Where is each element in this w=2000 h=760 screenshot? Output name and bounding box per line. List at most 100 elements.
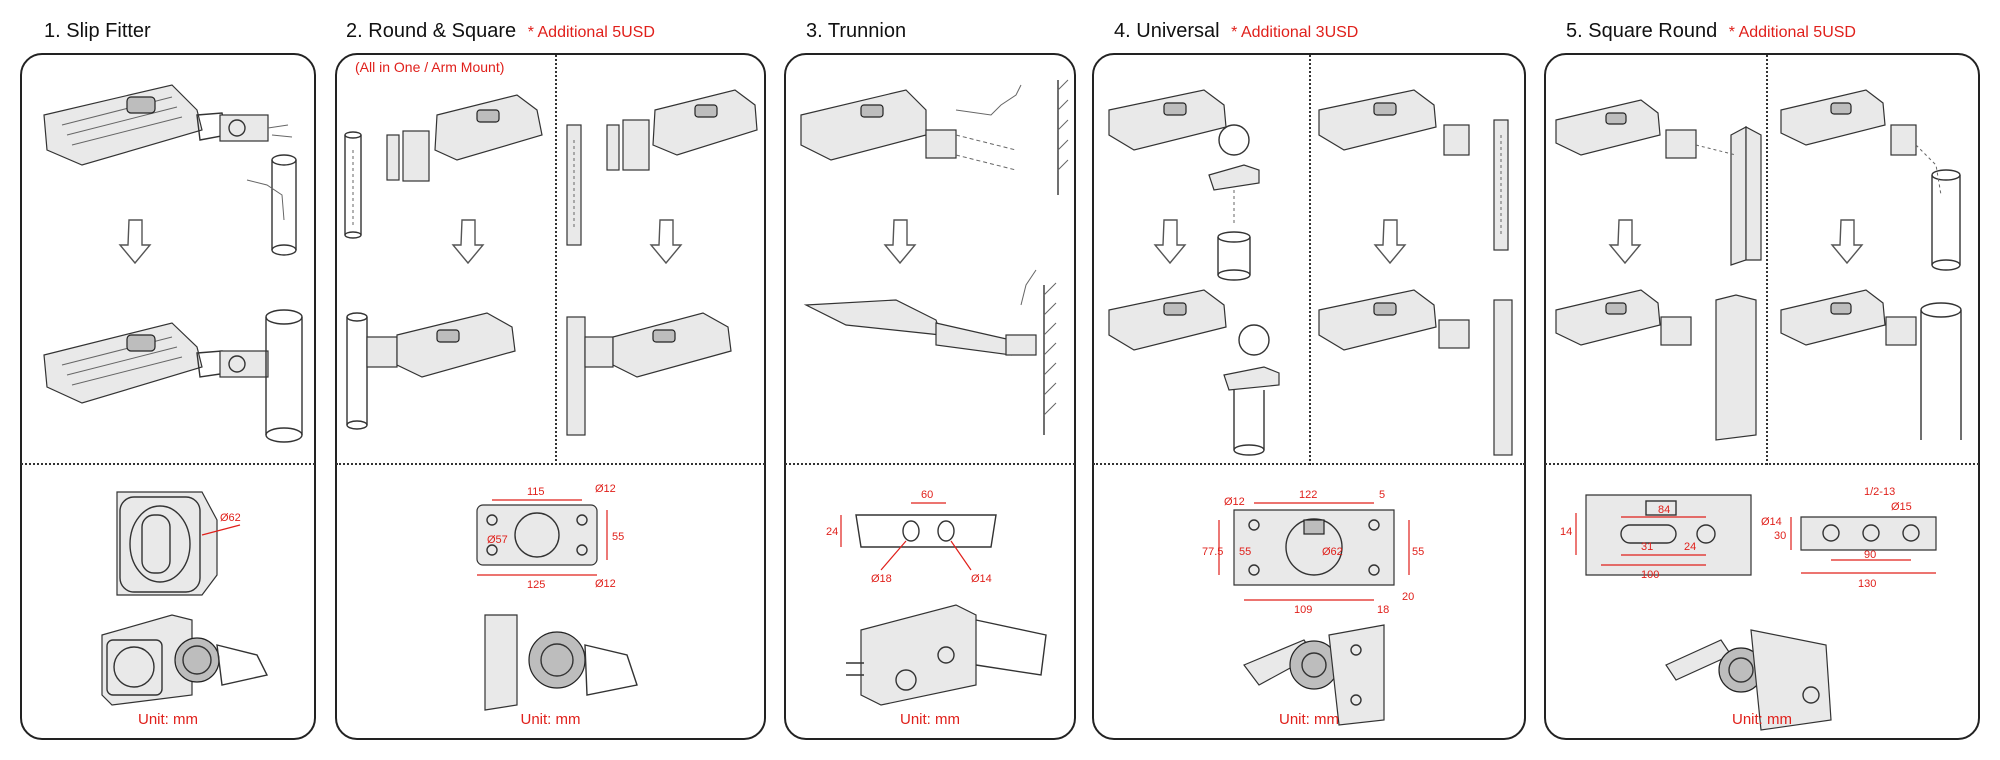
dim-122: 122 [1299, 489, 1317, 501]
round-pole-mounted [346, 312, 516, 430]
dim-24: 24 [826, 526, 838, 538]
panel-number: 2. [346, 20, 363, 42]
panel-universal: 122 5 Ø12 Ø62 55 77.5 55 109 18 20 Unit:… [1092, 53, 1526, 740]
universal-exploded-right [1318, 89, 1509, 251]
panel-slip-fitter: Ø62 Unit: mm [20, 53, 316, 740]
panel-round-square: (All in One / Arm Mount) [335, 53, 766, 740]
section-divider [1093, 463, 1525, 465]
panel-4-title: 4. Universal * Additional 3USD [1114, 20, 1358, 43]
trunnion-mounted [803, 269, 1057, 435]
dim-55: 55 [612, 531, 624, 543]
universal-exploded-left [1108, 89, 1260, 281]
square-pole-exploded [566, 89, 758, 246]
trunnion-plate-dimension: 60 24 Ø18 Ø14 [826, 489, 997, 585]
pole-drawing [246, 154, 297, 256]
universal-plate-dimension: 122 5 Ø12 Ø62 55 77.5 55 109 18 20 [1202, 489, 1424, 616]
mounting-plate-dimension: 115 Ø12 55 Ø57 125 Ø12 [476, 483, 624, 591]
square-round-mounted-left [1555, 289, 1757, 441]
unit-label: Unit: mm [900, 711, 960, 728]
arrow-down-icon [1153, 219, 1187, 265]
dim-125: 125 [527, 579, 545, 591]
unit-label: Unit: mm [1732, 711, 1792, 728]
universal-illustration: 122 5 Ø12 Ø62 55 77.5 55 109 18 20 [1108, 89, 1513, 726]
arrow-down-icon [883, 219, 917, 265]
square-pole-mounted [566, 312, 732, 436]
panel-5-title: 5. Square Round * Additional 5USD [1566, 20, 1856, 43]
vertical-divider [1309, 55, 1311, 465]
dim-100: 100 [1641, 569, 1659, 581]
luminaire-drawing [43, 84, 293, 166]
dim-115: 115 [527, 486, 545, 498]
universal-mounted-left [1108, 289, 1280, 456]
panel-title-text: Slip Fitter [66, 20, 151, 42]
panel-trunnion: 60 24 Ø18 Ø14 Unit: mm [784, 53, 1076, 740]
arrow-down-icon [451, 219, 485, 265]
dim-20: 20 [1402, 591, 1414, 603]
slip-fitter-illustration: Ø62 [43, 84, 303, 706]
round-square-illustration: 115 Ø12 55 Ø57 125 Ø12 [344, 89, 758, 711]
dim-diameter-12: Ø12 [595, 483, 616, 495]
dim-thread-1-2-13: 1/2-13 [1864, 486, 1895, 498]
unit-label: Unit: mm [1279, 711, 1339, 728]
square-round-exploded-right [1780, 89, 1961, 271]
dim-14: 14 [1560, 526, 1572, 538]
section-divider [1545, 463, 1979, 465]
square-round-plate-dimension-right: 1/2-13 Ø15 30 90 130 [1774, 486, 1937, 590]
panel-title-text: Universal [1136, 20, 1220, 42]
panel-number: 3. [806, 20, 823, 42]
section-divider [21, 463, 315, 465]
dim-18: 18 [1377, 604, 1389, 616]
square-round-plate-dimension-left: 84 14 31 24 100 Ø14 [1560, 494, 1782, 581]
vertical-divider [1766, 55, 1768, 465]
universal-mounted-right [1318, 289, 1513, 456]
panel-title-text: Square Round [1588, 20, 1718, 42]
additional-cost: * Additional 3USD [1231, 24, 1359, 41]
dim-diameter-14: Ø14 [971, 573, 992, 585]
round-pole-exploded [344, 94, 543, 239]
vertical-divider [555, 55, 557, 465]
dim-diameter-15: Ø15 [1891, 501, 1912, 513]
dim-109: 109 [1294, 604, 1312, 616]
dim-30: 30 [1774, 530, 1786, 542]
slip-fitter-iso-view [101, 614, 269, 706]
universal-bracket-iso [1243, 624, 1385, 726]
panel-number: 4. [1114, 20, 1131, 42]
additional-cost: * Additional 5USD [527, 24, 655, 41]
square-round-bracket-iso [1665, 629, 1832, 731]
panel-3-title: 3. Trunnion [806, 20, 906, 43]
unit-label: Unit: mm [520, 711, 581, 728]
panel-number: 1. [44, 20, 61, 42]
dim-diameter-62: Ø62 [1322, 546, 1343, 558]
mounted-assembly-drawing [43, 309, 303, 443]
arrow-down-icon [118, 219, 152, 265]
square-round-mounted-right [1780, 289, 1962, 440]
additional-cost: * Additional 5USD [1728, 24, 1856, 41]
dim-5: 5 [1379, 489, 1385, 501]
section-divider [785, 463, 1075, 465]
dim-60: 60 [921, 489, 933, 501]
slip-fitter-front-view: Ø62 [116, 491, 241, 596]
arrow-down-icon [1373, 219, 1407, 265]
dim-77-5: 77.5 [1202, 546, 1223, 558]
dim-24: 24 [1684, 541, 1696, 553]
dim-diameter-57: Ø57 [487, 534, 508, 546]
dim-90: 90 [1864, 549, 1876, 561]
panel-title-text: Round & Square [368, 20, 517, 42]
square-round-exploded-left [1555, 99, 1762, 266]
trunnion-illustration: 60 24 Ø18 Ø14 [800, 79, 1069, 706]
trunnion-bracket-iso [846, 604, 1047, 706]
dim-55: 55 [1412, 546, 1424, 558]
arrow-down-icon [1608, 219, 1642, 265]
unit-label: Unit: mm [138, 711, 198, 728]
panel-title-text: Trunnion [827, 20, 907, 42]
dim-diameter-18: Ø18 [871, 573, 892, 585]
panel-1-title: 1. Slip Fitter [44, 20, 151, 43]
section-divider [336, 463, 765, 465]
dim-diameter-14: Ø14 [1761, 516, 1782, 528]
arrow-down-icon [649, 219, 683, 265]
mount-note: (All in One / Arm Mount) [355, 59, 505, 75]
dim-130: 130 [1858, 578, 1876, 590]
dim-84: 84 [1658, 504, 1670, 516]
arrow-down-icon [1830, 219, 1864, 265]
dim-diameter-12: Ø12 [1224, 496, 1245, 508]
